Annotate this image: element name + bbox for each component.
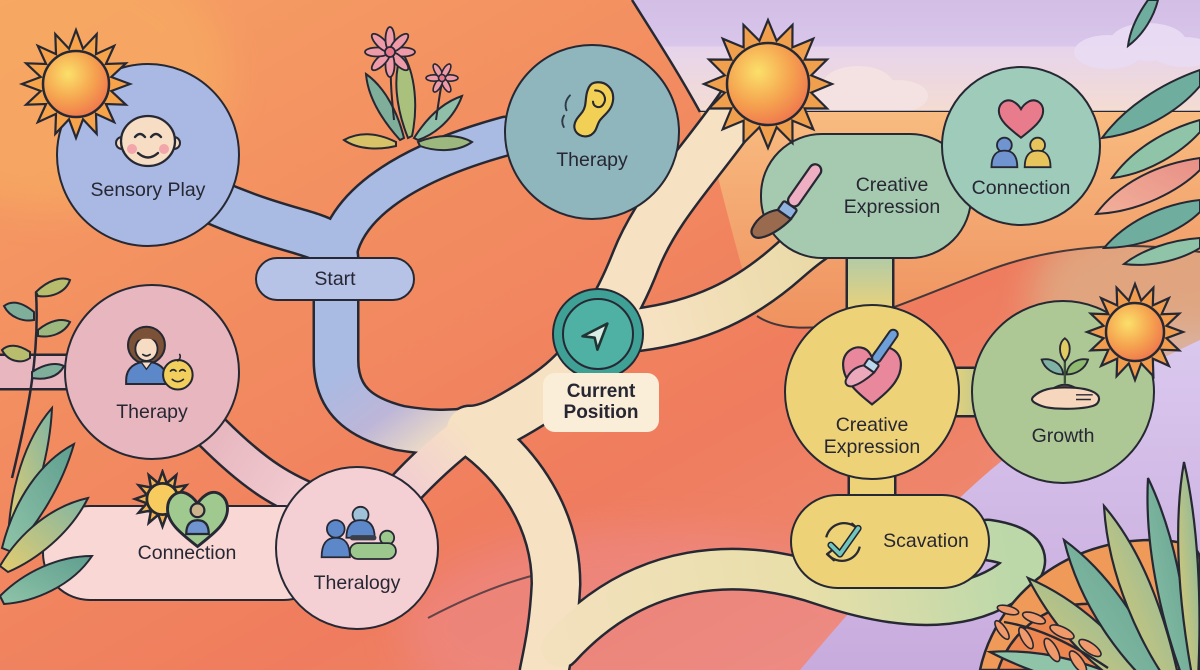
- people-group-icon: [320, 505, 397, 560]
- paintbrush-icon: [750, 163, 823, 239]
- baby-face-icon: [115, 114, 181, 168]
- node-label: Therapy: [556, 148, 628, 171]
- node-label: Connection: [971, 176, 1071, 199]
- node-therapy-left: Therapy: [64, 284, 240, 460]
- node-label: Theralogy: [313, 571, 401, 594]
- heart-with-paintbrush-icon: [841, 328, 903, 406]
- node-start: Start: [255, 257, 415, 301]
- node-creative-expression-top: Creative Expression: [750, 133, 972, 259]
- node-label: Sensory Play: [90, 178, 206, 201]
- node-therapy-top: Therapy: [504, 44, 680, 220]
- ear-icon: [561, 81, 615, 138]
- node-label: Scavation: [883, 530, 969, 553]
- node-label: Creative Expression: [843, 173, 941, 218]
- node-label: Creative Expression: [823, 413, 921, 458]
- caregiver-and-baby-icon: [125, 325, 194, 391]
- node-label: Therapy: [116, 400, 188, 423]
- current-position-label: Current Position: [543, 373, 659, 432]
- heart-with-people-icon: [990, 99, 1052, 169]
- node-sensory-play: Sensory Play: [56, 63, 240, 247]
- cycle-checkmark-icon: [825, 521, 862, 562]
- hill-edge-line: [630, 0, 702, 113]
- navigation-arrow-icon: [581, 322, 609, 351]
- node-theralogy: Theralogy: [275, 466, 439, 630]
- node-scavation: Scavation: [790, 494, 990, 589]
- node-creative-expression-mid: Creative Expression: [784, 304, 960, 480]
- hand-with-sprout-icon: [1030, 336, 1101, 410]
- node-label: Start: [314, 267, 356, 290]
- current-position-inner-ring: [562, 298, 634, 370]
- node-label: Growth: [1031, 424, 1095, 447]
- current-position-marker: [552, 288, 644, 380]
- sun-heart-person-icon: [131, 469, 229, 549]
- node-connection-top: Connection: [941, 66, 1101, 226]
- node-label: Connection: [137, 541, 237, 564]
- node-growth: Growth: [971, 300, 1155, 484]
